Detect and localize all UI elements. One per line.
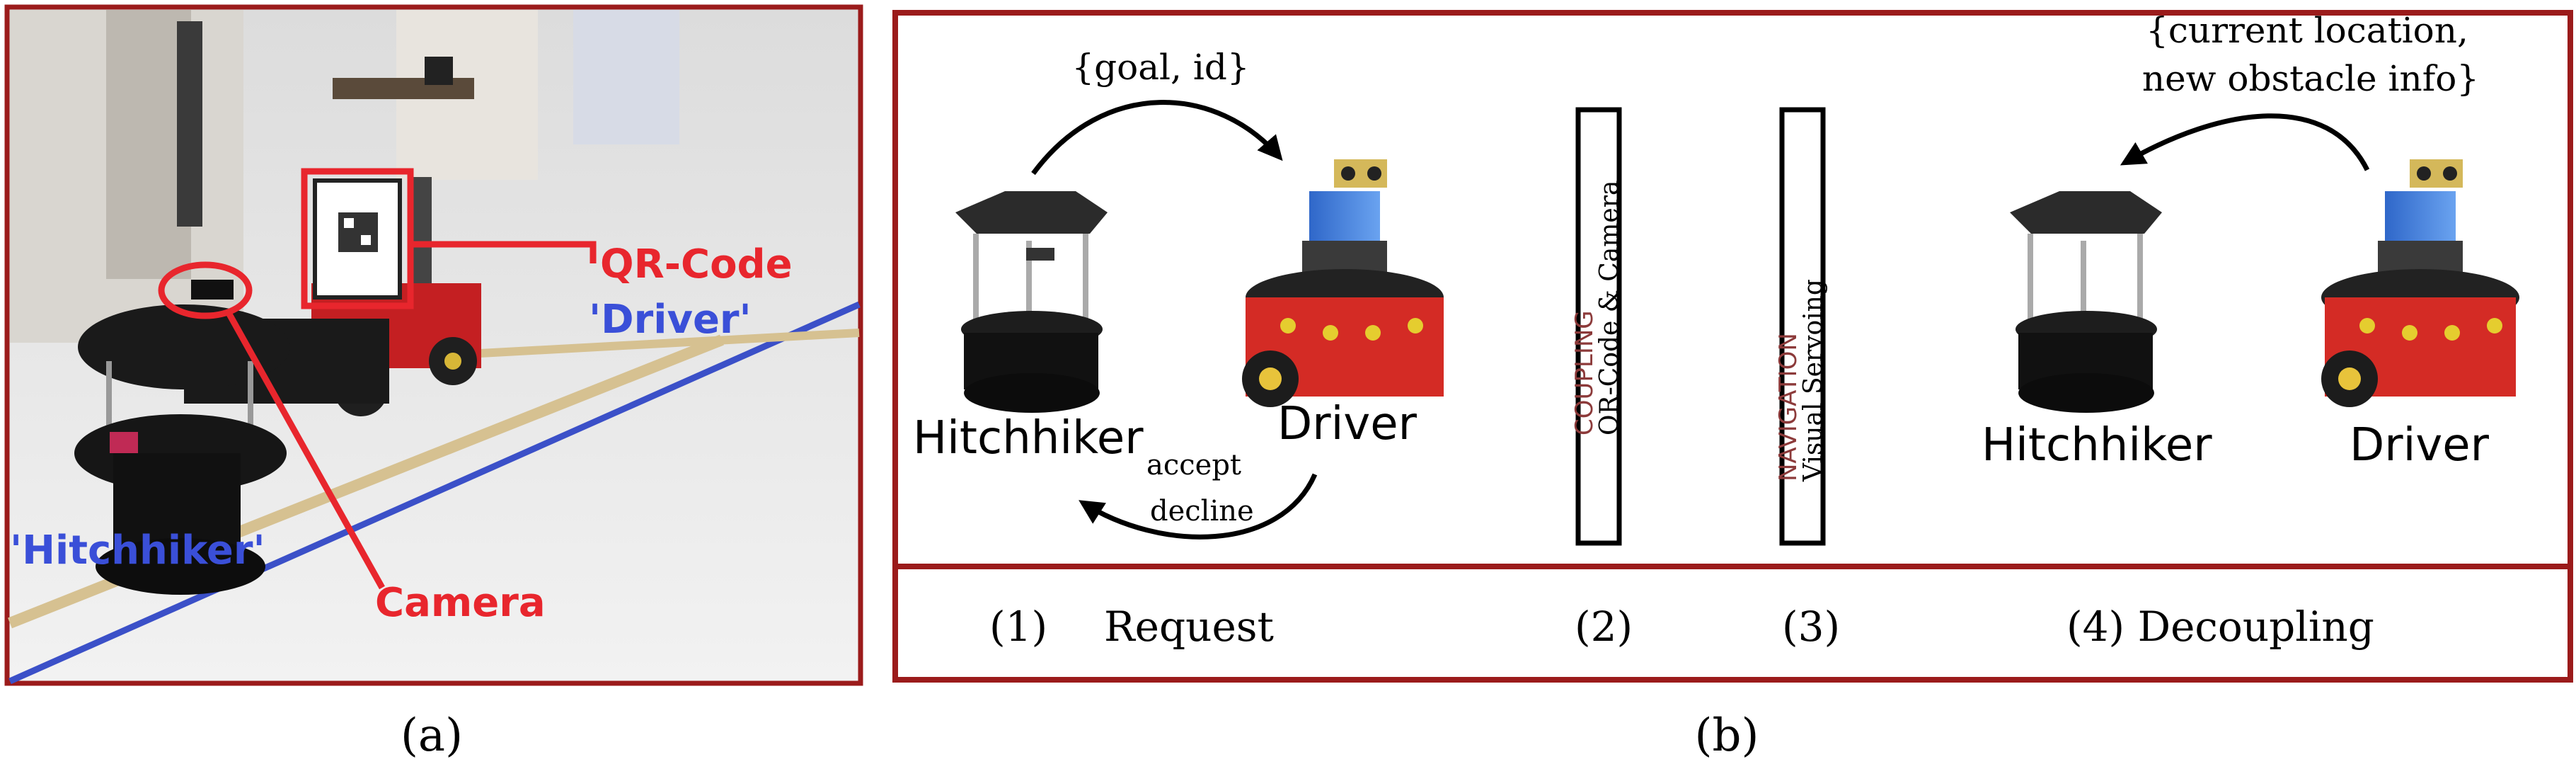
floor-tape-blue bbox=[8, 301, 861, 685]
coupling-subtitle: QR-Code & Camera bbox=[1595, 181, 1624, 435]
camera-highlight-ring bbox=[158, 261, 253, 319]
qr-leader-line bbox=[410, 241, 597, 263]
reply-arrow bbox=[1079, 473, 1318, 540]
step-1-number: (1) bbox=[989, 603, 1047, 651]
panel-b-frame-bottom bbox=[892, 564, 2573, 683]
decoupling-arrow bbox=[2120, 113, 2370, 171]
label-driver: 'Driver' bbox=[589, 297, 752, 343]
hitchhiker-robot-photo bbox=[74, 280, 290, 595]
reply-accept: accept bbox=[1146, 449, 1241, 481]
door-slot bbox=[177, 21, 202, 227]
driver-robot-2 bbox=[2321, 159, 2519, 407]
hitchhiker-robot-2 bbox=[2010, 191, 2162, 413]
step-4-label: (4) Decoupling bbox=[2066, 603, 2374, 651]
driver-label-1: Driver bbox=[1277, 398, 1418, 450]
caption-a: (a) bbox=[401, 709, 463, 762]
label-camera: Camera bbox=[375, 580, 546, 626]
caption-b: (b) bbox=[1695, 709, 1759, 762]
navigation-text: NAVIGATION Visual Servoing bbox=[1774, 279, 1828, 482]
label-hitchhiker: 'Hitchhiker' bbox=[10, 528, 265, 574]
qr-highlight-box bbox=[301, 168, 414, 309]
step-3-number: (3) bbox=[1782, 603, 1840, 651]
navigation-subtitle: Visual Servoing bbox=[1799, 279, 1828, 482]
driver-label-2: Driver bbox=[2350, 419, 2490, 472]
hitchhiker-label-1: Hitchhiker bbox=[913, 412, 1144, 464]
coupling-box bbox=[1575, 107, 1622, 546]
step-2-number: (2) bbox=[1575, 603, 1633, 651]
coupling-text: COUPLING QR-Code & Camera bbox=[1570, 181, 1624, 435]
label-qr-code: QR-Code bbox=[600, 241, 793, 287]
driver-robot-1 bbox=[1242, 159, 1444, 407]
floor-tape-tan-2 bbox=[466, 329, 860, 358]
qr-code-photo bbox=[313, 178, 402, 300]
navigation-box bbox=[1779, 107, 1826, 546]
step-1-label: Request bbox=[1104, 603, 1274, 651]
hitchhiker-robot-1 bbox=[955, 191, 1108, 413]
decoupling-message-line2: new obstacle info} bbox=[2142, 58, 2479, 99]
camera-leader-line bbox=[225, 309, 385, 590]
request-arrow bbox=[1031, 100, 1283, 176]
request-message: {goal, id} bbox=[1071, 47, 1249, 88]
panel-a: QR-Code 'Driver' 'Hitchhiker' Camera bbox=[4, 4, 863, 686]
panel-b: {goal, id} accept decline Hitchhiker bbox=[892, 10, 2573, 683]
hitchhiker-label-2: Hitchhiker bbox=[1982, 419, 2212, 472]
navigation-title: NAVIGATION bbox=[1774, 333, 1802, 481]
poster bbox=[573, 10, 679, 144]
decoupling-message-line1: {current location, bbox=[2146, 10, 2468, 51]
reply-decline: decline bbox=[1150, 495, 1254, 528]
coupling-title: COUPLING bbox=[1570, 310, 1599, 435]
